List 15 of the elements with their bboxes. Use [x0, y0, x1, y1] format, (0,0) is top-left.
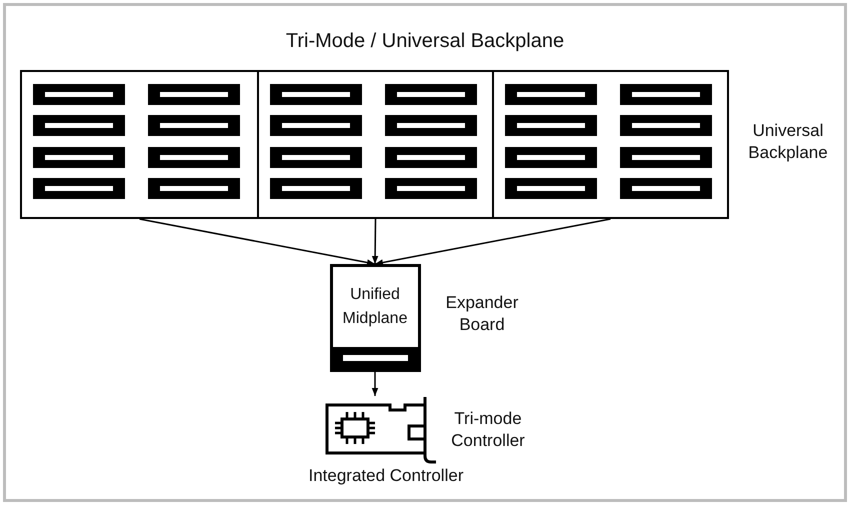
- node-caption: Universal Backplane: [747, 120, 829, 164]
- diagram-title: Tri-Mode / Universal Backplane: [286, 29, 564, 54]
- midplane-board: [330, 264, 420, 372]
- controller-card-drawing: [323, 396, 439, 464]
- node-caption: Integrated Controller: [308, 465, 464, 487]
- node-caption: Tri-mode Controller: [450, 408, 526, 452]
- arrow: [372, 372, 378, 396]
- backplane-panel: [492, 70, 729, 219]
- node-label: Unified Midplane: [342, 285, 408, 329]
- node-caption: Expander Board: [444, 292, 520, 336]
- arrow: [139, 218, 376, 266]
- backplane-panel: [257, 70, 494, 219]
- arrow: [374, 218, 611, 266]
- backplane-panel: [20, 70, 259, 219]
- arrow: [372, 219, 378, 264]
